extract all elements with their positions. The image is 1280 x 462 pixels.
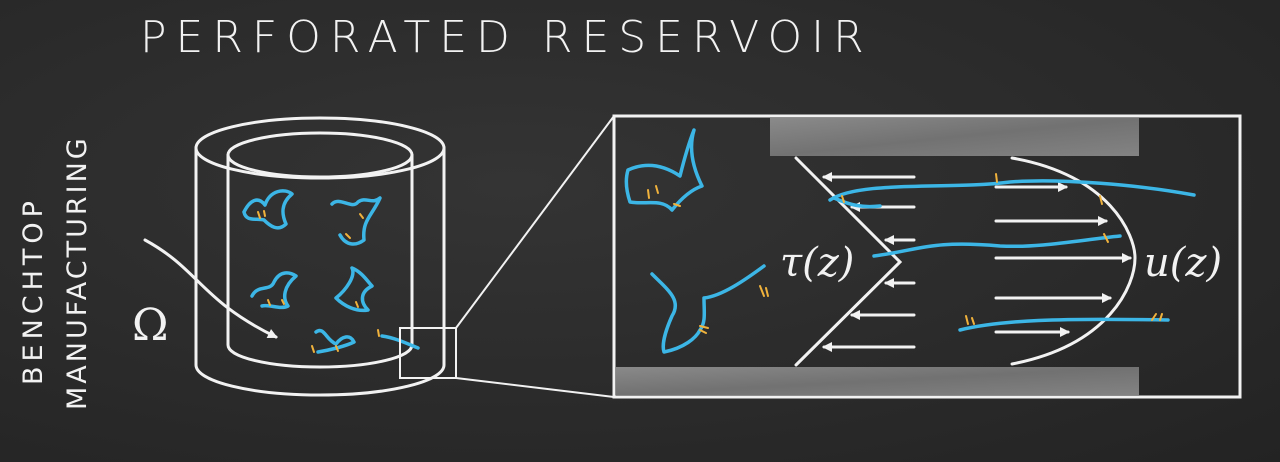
velocity-arrows [994,182,1132,337]
diagram-title: PERFORATED RESERVOIR [140,12,873,63]
bottom-plate [616,367,1139,395]
fiber-particle [250,271,298,310]
zoom-connector-bottom [455,377,615,398]
fiber-particle [330,196,382,246]
fiber-particle [828,179,1196,202]
zoom-region-box [399,327,457,379]
fiber-particle [832,196,882,209]
fiber-particle [242,189,294,230]
magnified-fiber-ends [647,173,1163,334]
fiber-particle [958,317,1170,332]
rotation-arrow [143,238,278,339]
inner-cylinder-top [226,131,414,179]
fiber-particle [380,334,420,350]
fiber-particle [334,266,374,313]
inner-cylinder-wall [226,153,414,369]
magnified-view: τ(z) u(z) [612,114,1242,399]
shear-stress-label: τ(z) [780,240,854,286]
reservoir-fibers [242,189,420,354]
fiber-particle [872,234,1122,258]
velocity-label: u(z) [1144,240,1222,286]
zoom-connector-top [455,115,615,329]
shear-stress-profile [794,156,903,367]
reservoir-fiber-ends [257,210,380,353]
omega-symbol: Ω [132,300,168,351]
magnified-fibers [624,128,1196,354]
fiber-particle [624,128,704,212]
reservoir-cylinder [194,116,446,397]
fiber-particle [314,328,356,354]
zoom-indicator [399,115,615,398]
fiber-particle [650,264,766,354]
outer-cylinder-wall [194,146,446,397]
top-plate [770,118,1139,156]
magnified-frame [612,114,1242,399]
